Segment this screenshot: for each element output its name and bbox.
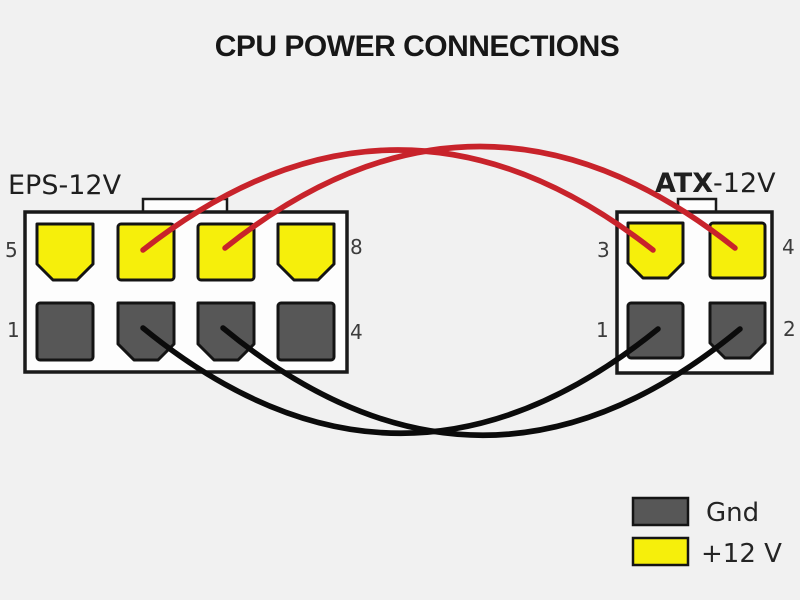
legend-12v-swatch xyxy=(631,536,690,567)
atx-connector-label: ATX-12V xyxy=(655,168,776,199)
atx-pin-number-1: 1 xyxy=(596,318,609,342)
legend-gnd-label: Gnd xyxy=(706,498,760,528)
eps-pin-1-gnd xyxy=(35,301,95,362)
eps-pin-number-4: 4 xyxy=(350,320,363,344)
eps-pin-5-12v xyxy=(35,222,95,282)
atx-pin-number-2: 2 xyxy=(783,317,796,341)
legend-12v-label: +12 V xyxy=(701,539,782,569)
wire-gnd-eps3-to-atx2 xyxy=(220,325,743,438)
wire-gnd-eps2-to-atx1 xyxy=(140,325,661,436)
page-title: CPU POWER CONNECTIONS xyxy=(214,30,620,63)
wire-12v-eps7-to-atx4 xyxy=(222,143,738,251)
eps-pin-8-12v xyxy=(276,222,336,282)
eps-pin-number-1: 1 xyxy=(7,318,20,342)
atx-label-rest-part: -12V xyxy=(713,168,776,199)
eps-pin-4-gnd xyxy=(276,301,336,362)
eps-connector-label: EPS-12V xyxy=(8,170,122,201)
atx-pin-4-12v xyxy=(708,221,767,280)
atx-pin-number-3: 3 xyxy=(597,238,610,262)
wire-12v-eps6-to-atx3 xyxy=(140,147,656,253)
eps-pin-number-5: 5 xyxy=(5,238,18,262)
atx-pin-number-4: 4 xyxy=(782,235,795,259)
eps-pin-number-8: 8 xyxy=(350,235,363,259)
legend-gnd-swatch xyxy=(631,496,690,527)
atx-label-bold-part: ATX xyxy=(655,168,714,199)
